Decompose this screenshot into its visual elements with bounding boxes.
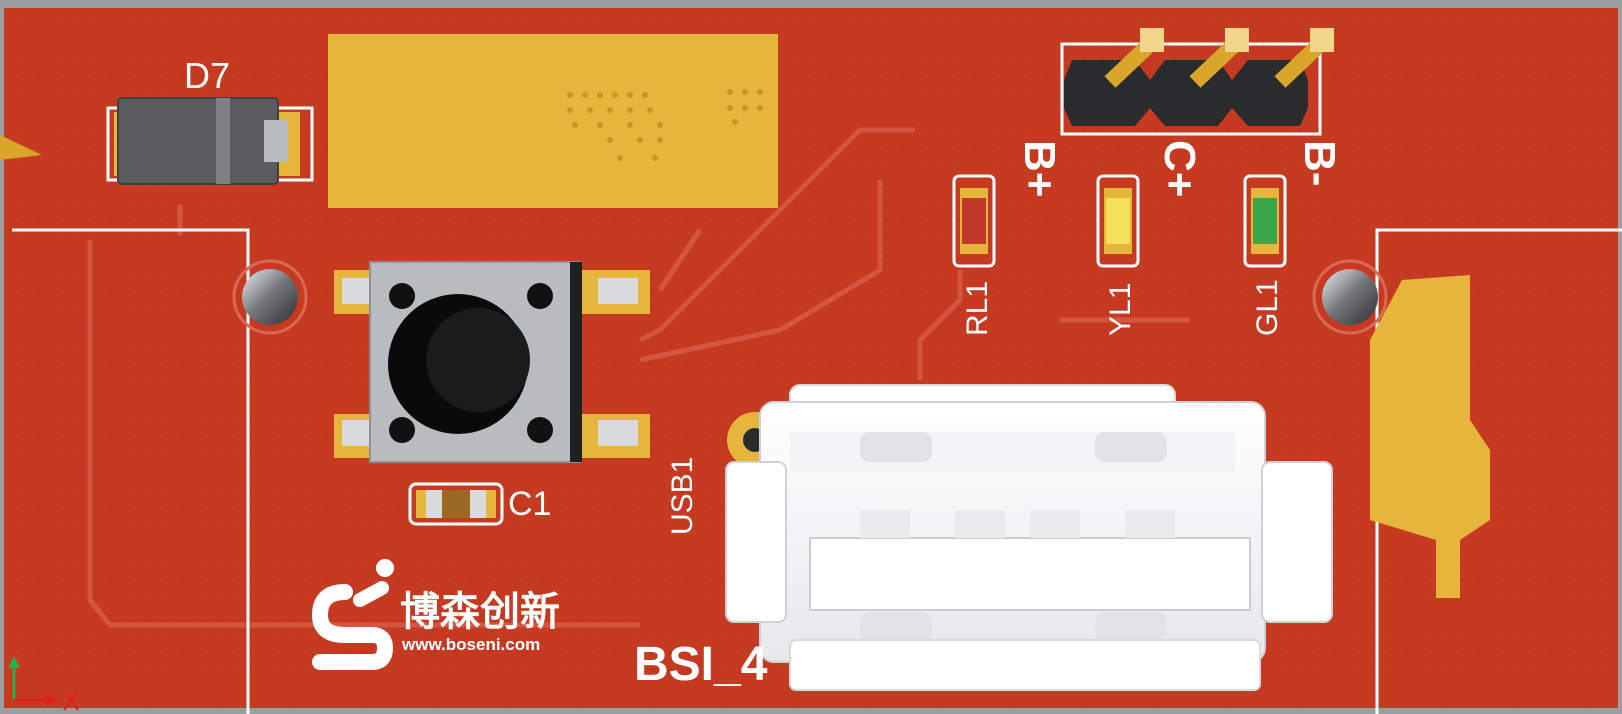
capacitor-c1 (408, 482, 504, 526)
mounting-hole-right (1312, 259, 1388, 335)
led-red (952, 174, 996, 268)
gold-pad-right (1370, 275, 1490, 598)
tactile-switch[interactable] (334, 261, 650, 463)
axis-triad (8, 656, 79, 711)
led-green (1243, 174, 1287, 268)
label-usb1: USB1 (666, 457, 699, 535)
left-edge-marker (0, 135, 42, 160)
label-part-number: BSI_4 (634, 638, 768, 691)
brand-logo (311, 559, 394, 670)
diode-d7 (106, 97, 314, 185)
mounting-hole-left (232, 259, 308, 335)
label-pin-bplus: B+ (1015, 140, 1064, 197)
usb-a-connector[interactable] (725, 384, 1333, 691)
led-yellow (1096, 174, 1140, 268)
brand-url: www.boseni.com (401, 635, 540, 654)
pour-vias (567, 89, 763, 161)
label-yl1: YL1 (1104, 283, 1137, 336)
label-pin-cplus: C+ (1155, 140, 1204, 197)
label-c1: C1 (508, 485, 551, 523)
label-pin-bminus: B- (1295, 140, 1344, 186)
board-outline-silk (12, 228, 1622, 714)
pin-header-3 (1060, 28, 1334, 136)
copper-traces (87, 127, 1190, 628)
label-d7: D7 (184, 55, 230, 96)
gold-copper-pour (328, 34, 778, 208)
label-gl1: GL1 (1251, 279, 1284, 336)
label-rl1: RL1 (961, 281, 994, 336)
brand-name: 博森创新 (400, 590, 560, 634)
